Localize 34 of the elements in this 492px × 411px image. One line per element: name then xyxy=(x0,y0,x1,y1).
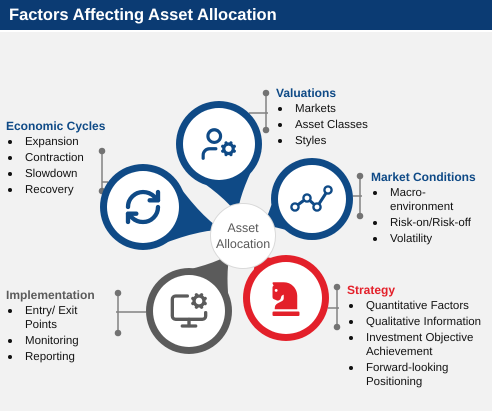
icon-circle xyxy=(271,158,353,240)
title: Factors Affecting Asset Allocation xyxy=(9,6,277,24)
bullet-item: Monitoring xyxy=(25,334,79,348)
category-heading: Strategy xyxy=(347,283,396,298)
category-heading: Valuations xyxy=(276,86,336,101)
bullet-item: Recovery xyxy=(25,183,74,197)
leader-line xyxy=(248,90,270,134)
icon-circle xyxy=(176,101,262,187)
category-heading: Market Conditions xyxy=(371,170,476,185)
leader-line xyxy=(328,284,340,330)
bullet-item: Investment Objective Achievement xyxy=(366,331,474,359)
bullet-item: Asset Classes xyxy=(295,118,368,132)
bullet-item: Expansion xyxy=(25,135,79,149)
bullet-item: Macro-environment xyxy=(390,186,454,214)
category-heading: Implementation xyxy=(6,288,95,303)
bullet-item: Forward-looking Positioning xyxy=(366,361,450,389)
bullet-item: Styles xyxy=(295,134,326,148)
category-heading: Economic Cycles xyxy=(6,119,106,134)
leader-line xyxy=(352,172,364,220)
icon-circle xyxy=(146,268,232,354)
bullet-item: Qualitative Information xyxy=(366,315,482,329)
center-circle xyxy=(210,203,276,269)
icon-circle xyxy=(100,164,186,250)
bullet-item: Contraction xyxy=(25,151,84,165)
bullet-item: Reporting xyxy=(25,350,75,364)
bullet-item: Quantitative Factors xyxy=(366,299,469,313)
bullet-item: Risk-on/Risk-off xyxy=(390,216,471,230)
bullet-item: Slowdown xyxy=(25,167,78,181)
icon-circle xyxy=(243,255,329,341)
bullet-item: Entry/ Exit Points xyxy=(25,304,78,332)
bullet-item: Volatility xyxy=(390,232,432,246)
center-label: Asset Allocation xyxy=(216,220,270,252)
leader-line xyxy=(114,290,146,336)
bullet-item: Markets xyxy=(295,102,336,116)
